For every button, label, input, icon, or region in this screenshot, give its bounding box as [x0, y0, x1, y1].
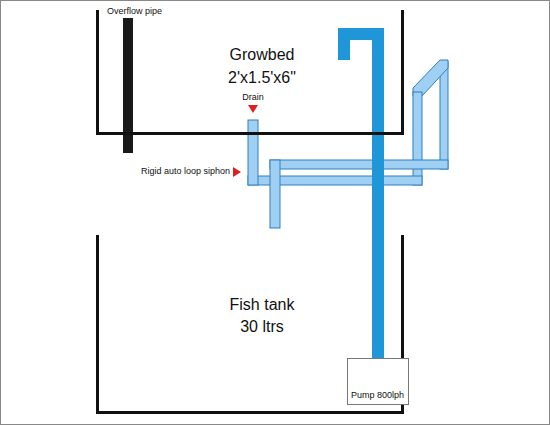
part-label: Drain [242, 93, 264, 103]
part-label: Overflow pipe [107, 7, 162, 17]
siphon-pipe [248, 120, 258, 185]
pump-pipe [338, 28, 384, 136]
pump-pipe [338, 28, 350, 60]
siphon-pipe [413, 92, 422, 185]
tank-wall [98, 10, 403, 134]
siphon-pipe [270, 160, 448, 169]
pump-pipe [372, 135, 384, 358]
part-label: Rigid auto loop siphon [141, 167, 230, 177]
pointer-arrow [233, 167, 241, 177]
siphon-pipe [270, 160, 280, 228]
siphon-pipe [413, 60, 448, 96]
pump-box: Pump 800lph [347, 358, 409, 405]
siphon-pipe [440, 62, 448, 169]
pointer-arrow [248, 105, 258, 113]
tank-size: 30 ltrs [240, 318, 284, 336]
tank-name: Fish tank [230, 296, 295, 314]
fish-tank: Fish tank 30 ltrsPump 800lph [96, 235, 404, 414]
growbed: Growbed 2'x1.5'x6" [96, 10, 404, 135]
tank-name: Growbed [230, 46, 295, 64]
tank-size: 2'x1.5'x6" [228, 69, 296, 87]
pump-label: Pump 800lph [351, 391, 404, 401]
pump-pipe [372, 28, 384, 136]
